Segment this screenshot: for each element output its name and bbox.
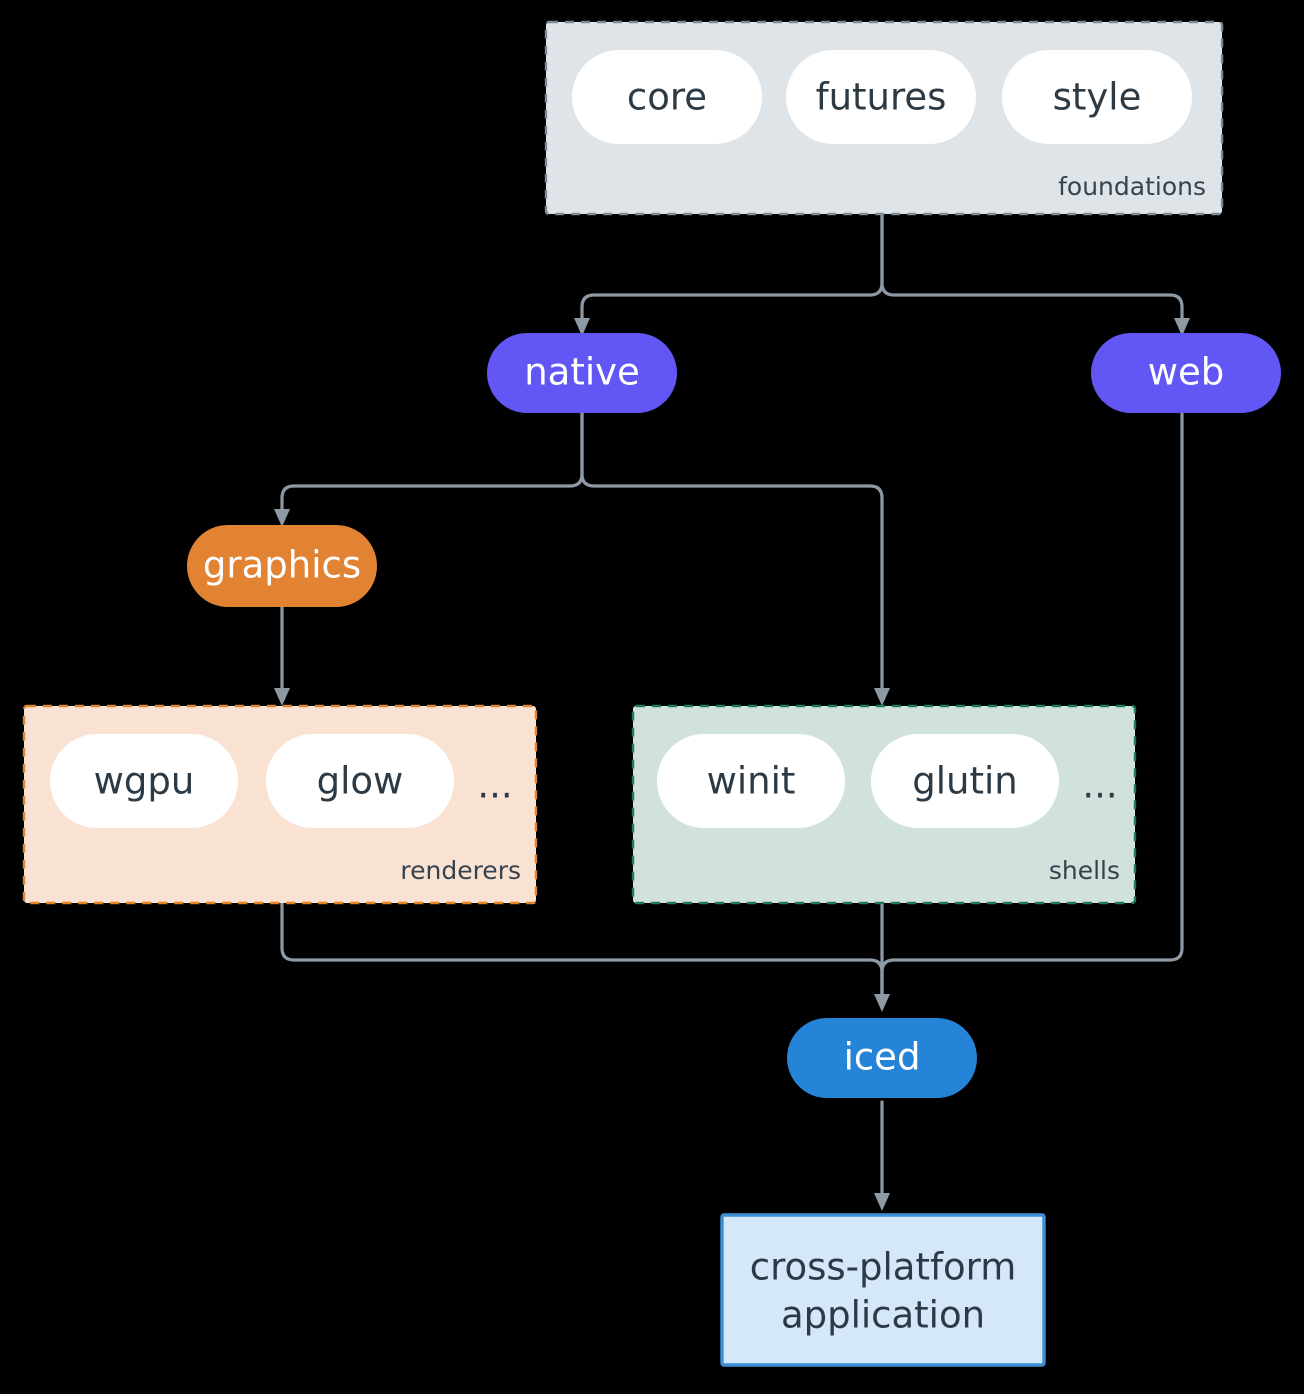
node-web-shape[interactable] bbox=[1091, 333, 1281, 413]
cluster-renderers[interactable]: wgpu glow ... renderers bbox=[22, 704, 538, 905]
chip-winit-label: winit bbox=[707, 760, 796, 803]
node-graphics-shape[interactable] bbox=[187, 525, 377, 607]
chip-glow-label: glow bbox=[317, 760, 404, 803]
cluster-foundations-label: foundations bbox=[1058, 172, 1206, 201]
node-iced[interactable]: iced bbox=[787, 1018, 977, 1098]
chip-glow-shape[interactable] bbox=[266, 734, 454, 828]
node-application-label-line1: cross-platform bbox=[750, 1246, 1017, 1289]
node-iced-label: iced bbox=[844, 1036, 921, 1079]
node-web[interactable]: web bbox=[1091, 333, 1281, 413]
edge-layer bbox=[274, 213, 1190, 1211]
edge-graphics-to-renderers-arrowhead bbox=[274, 688, 290, 706]
edge-to-iced-arrowhead bbox=[874, 994, 890, 1012]
edge-native-to-shells-arrowhead bbox=[874, 688, 890, 706]
chip-core-label: core bbox=[627, 76, 707, 119]
cluster-renderers-label: renderers bbox=[400, 856, 521, 885]
node-application-label-line2: application bbox=[781, 1294, 985, 1337]
edge-foundations-to-web-arrowhead bbox=[1174, 318, 1190, 336]
edge-native-to-graphics bbox=[280, 410, 584, 514]
node-application[interactable]: cross-platform application bbox=[720, 1213, 1046, 1367]
chip-wgpu-label: wgpu bbox=[94, 760, 195, 803]
node-native-shape[interactable] bbox=[487, 333, 677, 413]
chip-renderers-ellipsis: ... bbox=[477, 764, 512, 807]
edge-foundations-to-web bbox=[880, 213, 1184, 324]
chip-core-shape[interactable] bbox=[572, 50, 762, 144]
node-native[interactable]: native bbox=[487, 333, 677, 413]
cluster-shells-label: shells bbox=[1049, 856, 1120, 885]
chip-style-shape[interactable] bbox=[1002, 50, 1192, 144]
chip-glutin-label: glutin bbox=[912, 760, 1017, 803]
edge-foundations-to-native bbox=[580, 213, 884, 324]
edge-native-to-shells bbox=[580, 410, 884, 694]
node-web-label: web bbox=[1148, 351, 1225, 394]
node-graphics[interactable]: graphics bbox=[187, 525, 377, 607]
node-iced-shape[interactable] bbox=[787, 1018, 977, 1098]
cluster-shells[interactable]: winit glutin ... shells bbox=[631, 704, 1137, 905]
edge-native-to-graphics-arrowhead bbox=[274, 509, 290, 527]
node-native-label: native bbox=[524, 351, 640, 394]
chip-shells-ellipsis: ... bbox=[1082, 764, 1117, 807]
chip-futures-label: futures bbox=[816, 76, 947, 119]
chip-glutin-shape[interactable] bbox=[871, 734, 1059, 828]
chip-wgpu-shape[interactable] bbox=[50, 734, 238, 828]
cluster-foundations[interactable]: core futures style foundations bbox=[544, 20, 1224, 216]
node-graphics-label: graphics bbox=[203, 544, 361, 587]
chip-winit-shape[interactable] bbox=[657, 734, 845, 828]
node-application-shape[interactable] bbox=[720, 1213, 1046, 1367]
chip-style-label: style bbox=[1053, 76, 1142, 119]
chip-futures-shape[interactable] bbox=[786, 50, 976, 144]
edge-iced-to-application-arrowhead bbox=[874, 1193, 890, 1211]
edge-foundations-to-native-arrowhead bbox=[574, 318, 590, 336]
edge-renderers-to-iced bbox=[280, 901, 884, 1000]
